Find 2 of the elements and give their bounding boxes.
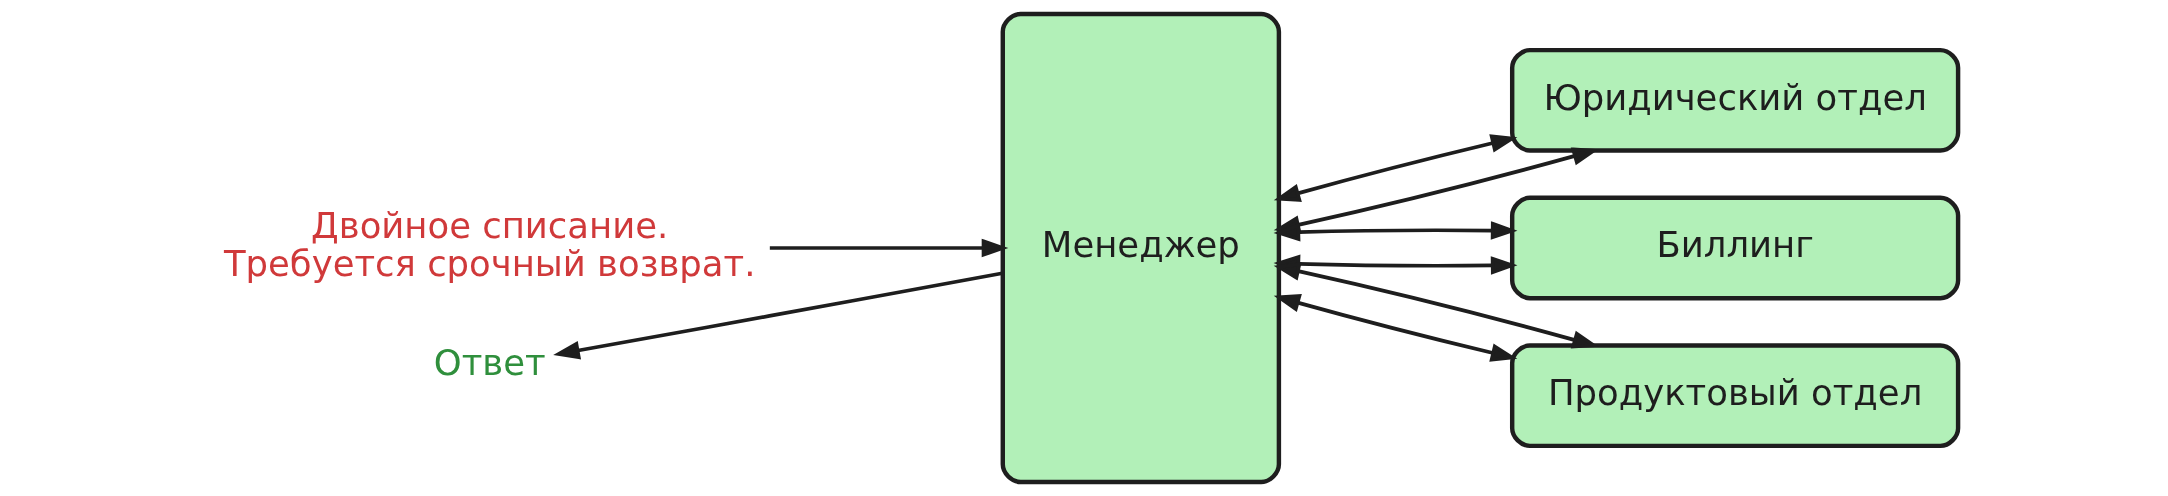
node-text: Двойное списание. Требуется срочный возврат.: [223, 204, 756, 285]
node-text: Ответ: [433, 342, 546, 384]
